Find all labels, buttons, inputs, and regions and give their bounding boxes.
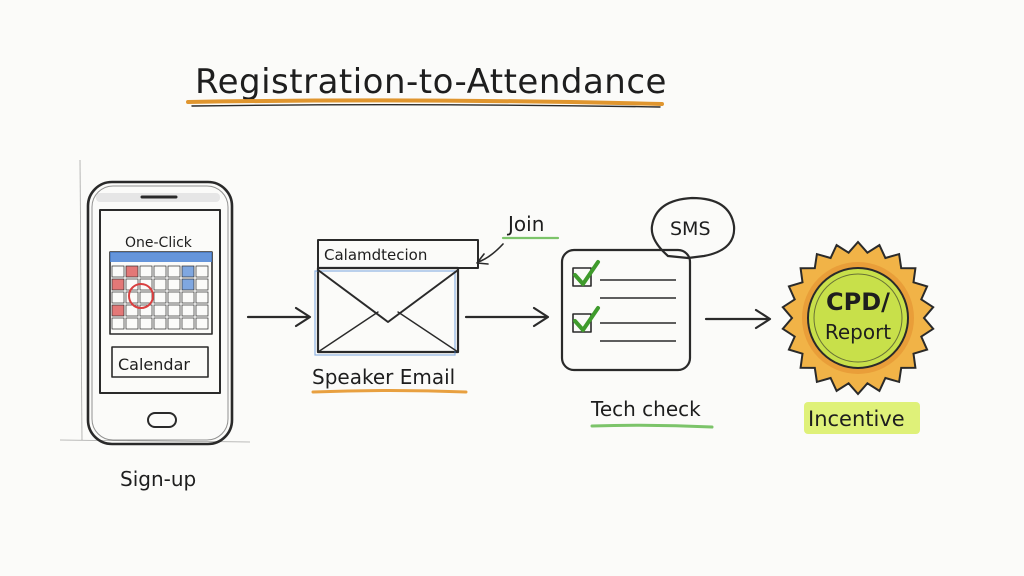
calendar-cell <box>195 304 209 317</box>
calendar-cell <box>139 304 153 317</box>
calendar-cell <box>153 278 167 291</box>
calendar-cell <box>153 317 167 330</box>
calendar-cell <box>111 304 125 317</box>
calendar-cell <box>195 278 209 291</box>
calendar-cell <box>167 291 181 304</box>
incentive-caption: Incentive <box>808 407 905 431</box>
calendar-cell <box>195 291 209 304</box>
phone-icon <box>59 159 251 446</box>
sms-label: SMS <box>670 218 711 240</box>
incentive-step: CPD/ Report Incentive <box>781 240 935 434</box>
calendar-cell <box>139 265 153 278</box>
arrow-techcheck-to-incentive <box>704 308 772 330</box>
email-step: Calamdtecion Join Speaker Email <box>311 212 560 394</box>
techcheck-caption: Tech check <box>590 397 701 421</box>
calendar-cell <box>125 291 139 304</box>
calendar-cell <box>181 304 195 317</box>
calendar-cell <box>125 265 139 278</box>
techcheck-step: SMS Tech check <box>560 196 736 429</box>
certificate-badge-icon <box>781 240 935 396</box>
diagram-title: Registration-to-Attendance <box>195 62 667 102</box>
title-underline <box>186 98 664 106</box>
signup-step: One-Click Calendar Sign-up <box>59 159 251 491</box>
calendar-cell <box>167 265 181 278</box>
arrow-signup-to-email <box>246 306 312 328</box>
badge-line-1: CPD/ <box>826 288 890 316</box>
calendar-cell <box>195 317 209 330</box>
arrow-email-to-techcheck <box>464 306 550 328</box>
envelope-icon <box>314 266 460 356</box>
link-arrow <box>477 243 504 263</box>
calendar-cell <box>195 265 209 278</box>
calendar-cell <box>153 291 167 304</box>
calendar-cell <box>125 317 139 330</box>
calendar-cell <box>181 278 195 291</box>
join-label: Join <box>506 212 544 236</box>
calendar-cell <box>167 304 181 317</box>
calendar-cell <box>153 304 167 317</box>
calendar-cell <box>167 278 181 291</box>
sms-bubble-icon <box>650 196 736 260</box>
checklist-icon <box>560 248 692 372</box>
calendar-cell <box>153 265 167 278</box>
email-header-label: Calamdtecion <box>324 246 427 264</box>
calendar-icon <box>109 251 213 335</box>
calendar-cell <box>181 317 195 330</box>
phone-screen-label-bottom: Calendar <box>118 355 190 374</box>
badge-line-2: Report <box>825 320 891 344</box>
email-caption: Speaker Email <box>312 365 455 389</box>
email-caption-underline <box>311 389 468 394</box>
calendar-cell <box>181 291 195 304</box>
incentive-highlight <box>804 402 920 434</box>
calendar-cell <box>111 291 125 304</box>
calendar-cell <box>167 317 181 330</box>
phone-screen-label-top: One-Click <box>125 235 193 251</box>
calendar-cell <box>139 317 153 330</box>
calendar-cell <box>111 265 125 278</box>
calendar-cell <box>181 265 195 278</box>
techcheck-caption-underline <box>590 423 714 429</box>
calendar-cell <box>111 317 125 330</box>
calendar-cell <box>111 278 125 291</box>
signup-caption: Sign-up <box>120 467 196 491</box>
calendar-cell <box>139 291 153 304</box>
